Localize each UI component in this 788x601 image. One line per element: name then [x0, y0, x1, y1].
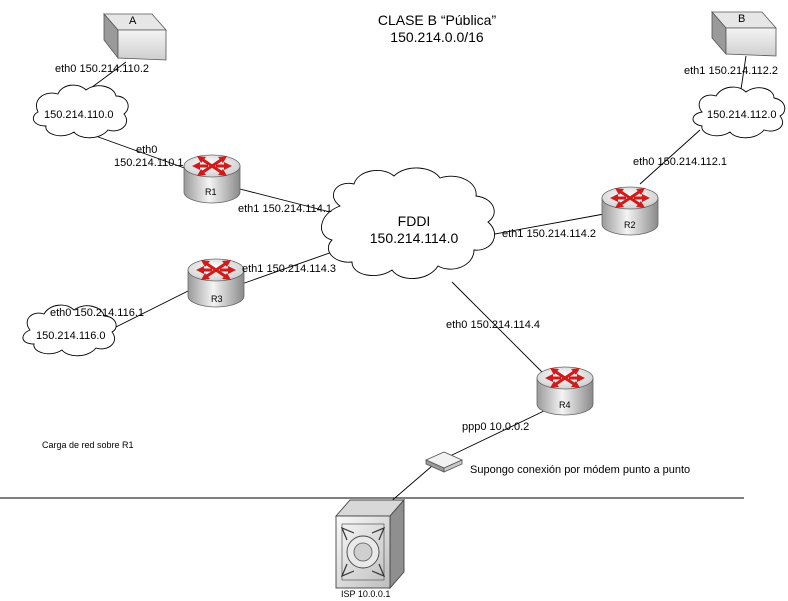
modem-icon	[425, 451, 463, 473]
r2-eth0: eth0 150.214.112.1	[633, 156, 727, 168]
link-r4-modem	[449, 409, 547, 457]
r4-eth0: eth0 150.214.114.4	[446, 319, 540, 331]
host-a-label: A	[129, 15, 137, 27]
r4-label: R4	[559, 400, 571, 410]
isp-device	[335, 498, 405, 590]
link-r1-fddi	[235, 187, 331, 213]
net110-label: 150.214.110.0	[44, 109, 114, 121]
r1-label: R1	[205, 187, 217, 197]
host-b-label: B	[738, 13, 746, 25]
link-net116-r3	[109, 289, 191, 331]
r1-eth0-name: eth0	[136, 144, 158, 156]
net112-label: 150.214.112.0	[707, 109, 777, 121]
modem-note: Supongo conexión por módem punto a punto	[470, 464, 691, 476]
cloud-net112	[692, 86, 786, 139]
link-r3-fddi	[235, 249, 339, 287]
r3-label: R3	[211, 294, 223, 304]
link-net110-r1	[89, 133, 191, 171]
fddi-name: FDDI	[397, 213, 431, 229]
r2-eth1: eth1 150.214.114.2	[502, 228, 596, 240]
isp-label: ISP 10.0.0.1	[341, 589, 391, 599]
host-a-iface: eth0 150.214.110.2	[55, 63, 149, 75]
cloud-net110	[32, 84, 129, 139]
r1-eth1: eth1 150.214.114.1	[238, 203, 332, 215]
r3-eth0: eth0 150.214.116.1	[50, 307, 144, 319]
host-b-iface: eth1 150.214.112.2	[684, 65, 778, 77]
r4-ppp0: ppp0 10.0.0.2	[462, 421, 530, 433]
host-b-box	[711, 10, 777, 57]
r3-eth1: eth1 150.214.114.3	[242, 263, 336, 275]
net116-label: 150.214.116.0	[36, 330, 106, 342]
router-r1	[183, 154, 241, 204]
load-note: Carga de red sobre R1	[42, 440, 134, 450]
link-fddi-r4	[451, 281, 547, 377]
host-a-box	[103, 12, 167, 61]
title-line1: CLASE B “Pública”	[377, 12, 497, 28]
r2-label: R2	[624, 220, 636, 230]
router-r2	[601, 186, 659, 236]
r1-eth0-addr: 150.214.110.1	[114, 157, 184, 169]
fddi-address: 150.214.114.0	[369, 230, 459, 246]
title-line2: 150.214.0.0/16	[390, 29, 484, 45]
router-r4	[536, 366, 594, 416]
router-r3	[187, 258, 245, 308]
cloud-net116	[22, 304, 117, 357]
links	[0, 55, 747, 517]
link-r2-net112	[639, 129, 701, 185]
cloud-fddi	[321, 167, 495, 279]
link-fddi-r2	[483, 213, 605, 237]
